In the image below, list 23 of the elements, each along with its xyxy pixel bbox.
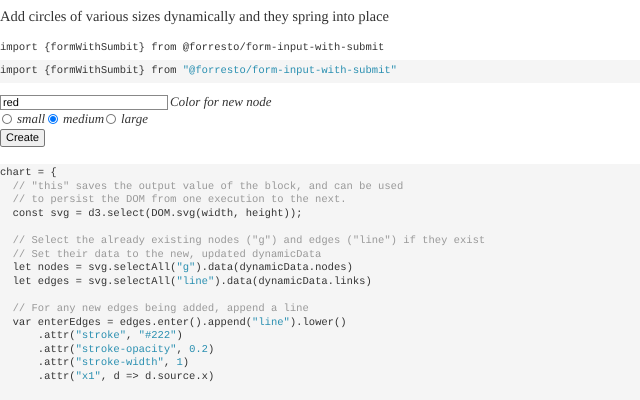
code-line: // For any new edges being added, append a line [12,303,309,315]
code-line: chart = { [0,167,57,179]
page-heading: Add circles of various sizes dynamically and they spring into place [0,9,389,26]
radio-option: large [106,111,148,127]
code-line: .attr("stroke-opacity", 0.2) [36,344,214,356]
code-line: .attr("x1", d => d.source.x) [36,371,214,383]
create-button: Create [0,129,46,147]
code-line: // "this" saves the output value of the block, and can be used [12,180,404,193]
code-line: .attr("stroke", "#222") [36,330,183,342]
code-line: .attr("stroke-width", 1) [36,357,190,370]
radio-option: medium [48,111,104,127]
code-line: import {formWithSumbit} from @forresto/form-input-with-submit [0,42,384,54]
code-line: const svg = d3.select(DOM.svg(width, height)); [12,208,302,220]
input-field: red [0,95,168,110]
code-line: // Set their data to the new, updated dynamicData [12,248,322,261]
code-line: // to persist the DOM from one execution to the next. [12,194,347,206]
radio-option: small [2,111,46,127]
code-line: // Select the already existing nodes ("g") and edges ("line") if they exist [12,235,486,247]
code-line: var enterEdges = edges.enter().append("line").lower() [12,316,347,329]
field-label: Color for new node [170,94,272,110]
code-line: import {formWithSumbit} from "@forresto/form-input-with-submit" [0,65,397,77]
code-line: let edges = svg.selectAll("line").data(dynamicData.links) [12,276,372,288]
code-line: let nodes = svg.selectAll("g").data(dynamicData.nodes) [12,262,353,274]
